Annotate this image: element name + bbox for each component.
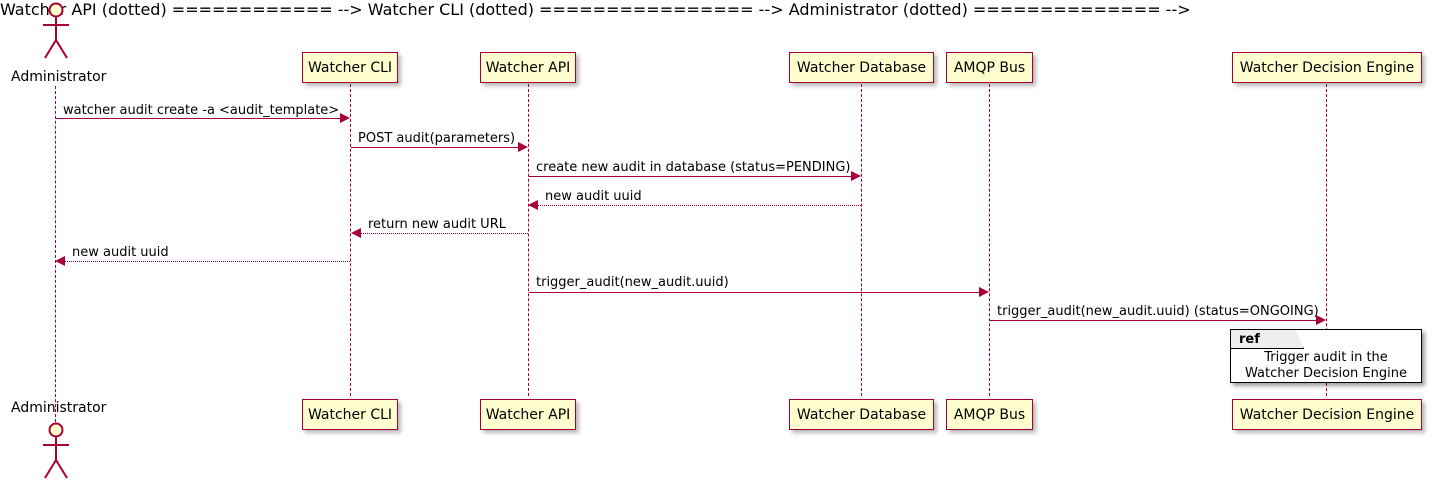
message-arrowhead-3: [851, 171, 861, 181]
lifeline-watcher-database: [861, 84, 862, 396]
participant-label-watcher-cli-top: Watcher CLI: [307, 59, 393, 76]
actor-stick-figure-icon: [43, 2, 69, 59]
message-line-3: [529, 176, 852, 177]
participant-amqp-bus-top[interactable]: AMQP Bus: [946, 52, 1033, 83]
participant-label-watcher-api-bottom: Watcher API: [485, 406, 571, 423]
message-arrowhead-5: [351, 228, 361, 238]
actor-administrator-bottom: [38, 422, 74, 484]
message-line-4: [538, 205, 861, 206]
message-arrowhead-7: [979, 287, 989, 297]
message-arrowhead-8: [1316, 315, 1326, 325]
message-label-2: POST audit(parameters): [358, 131, 516, 146]
ref-fragment-body: Trigger audit in the Watcher Decision En…: [1231, 350, 1421, 382]
message-arrowhead-4: [528, 200, 538, 210]
participant-label-amqp-bus-top: AMQP Bus: [953, 59, 1026, 76]
message-arrowhead-1: [340, 113, 350, 123]
message-arrowhead-2: [518, 142, 528, 152]
participant-label-watcher-database-bottom: Watcher Database: [796, 406, 927, 423]
message-line-5: [361, 233, 528, 234]
message-line-8: [990, 320, 1317, 321]
participant-label-watcher-decision-engine-bottom: Watcher Decision Engine: [1239, 406, 1415, 423]
participant-watcher-decision-engine-bottom[interactable]: Watcher Decision Engine: [1232, 399, 1422, 430]
message-label-8: trigger_audit(new_audit.uuid) (status=ON…: [997, 304, 1319, 319]
participant-watcher-decision-engine-top[interactable]: Watcher Decision Engine: [1232, 52, 1422, 83]
participant-watcher-api-top[interactable]: Watcher API: [480, 52, 576, 83]
participant-watcher-database-top[interactable]: Watcher Database: [789, 52, 934, 83]
participant-label-watcher-api-top: Watcher API: [485, 59, 571, 76]
lifeline-amqp-bus: [989, 84, 990, 396]
participant-watcher-api-bottom[interactable]: Watcher API: [480, 399, 576, 430]
participant-amqp-bus-bottom[interactable]: AMQP Bus: [946, 399, 1033, 430]
message-label-7: trigger_audit(new_audit.uuid): [536, 275, 729, 290]
participant-label-watcher-decision-engine-top: Watcher Decision Engine: [1239, 59, 1415, 76]
ref-fragment-trigger-audit: ref Trigger audit in the Watcher Decisio…: [1230, 329, 1422, 383]
participant-label-amqp-bus-bottom: AMQP Bus: [953, 406, 1026, 423]
message-line-2: [351, 147, 519, 148]
message-label-1: watcher audit create -a <audit_template>: [63, 103, 340, 118]
participant-watcher-cli-bottom[interactable]: Watcher CLI: [302, 399, 398, 430]
participant-watcher-cli-top[interactable]: Watcher CLI: [302, 52, 398, 83]
participant-label-watcher-database-top: Watcher Database: [796, 59, 927, 76]
lifeline-watcher-decision-engine: [1326, 84, 1327, 396]
message-label-5: return new audit URL: [368, 217, 506, 232]
actor-stick-figure-icon: [43, 422, 69, 479]
ref-fragment-tab: ref: [1231, 330, 1304, 349]
participant-watcher-database-bottom[interactable]: Watcher Database: [789, 399, 934, 430]
ref-fragment-line-2: Watcher Decision Engine: [1245, 366, 1407, 381]
participant-label-watcher-cli-bottom: Watcher CLI: [307, 406, 393, 423]
lifeline-administrator: [55, 86, 56, 422]
message-line-7: [529, 292, 980, 293]
actor-label-administrator-bottom: Administrator: [11, 400, 107, 416]
ref-fragment-tab-label: ref: [1239, 331, 1260, 347]
message-line-1: [56, 118, 341, 119]
lifeline-watcher-api: [528, 84, 529, 396]
lifeline-watcher-cli: [350, 84, 351, 396]
message-label-4: new audit uuid: [545, 189, 642, 204]
message-label-3: create new audit in database (status=PEN…: [536, 160, 851, 175]
ref-fragment-line-1: Trigger audit in the: [1264, 350, 1388, 365]
message-line-6: [65, 261, 350, 262]
actor-label-administrator-top: Administrator: [11, 69, 107, 85]
message-arrowhead-6: [55, 256, 65, 266]
message-label-6: new audit uuid: [72, 245, 169, 260]
actor-administrator-top: [38, 2, 74, 64]
